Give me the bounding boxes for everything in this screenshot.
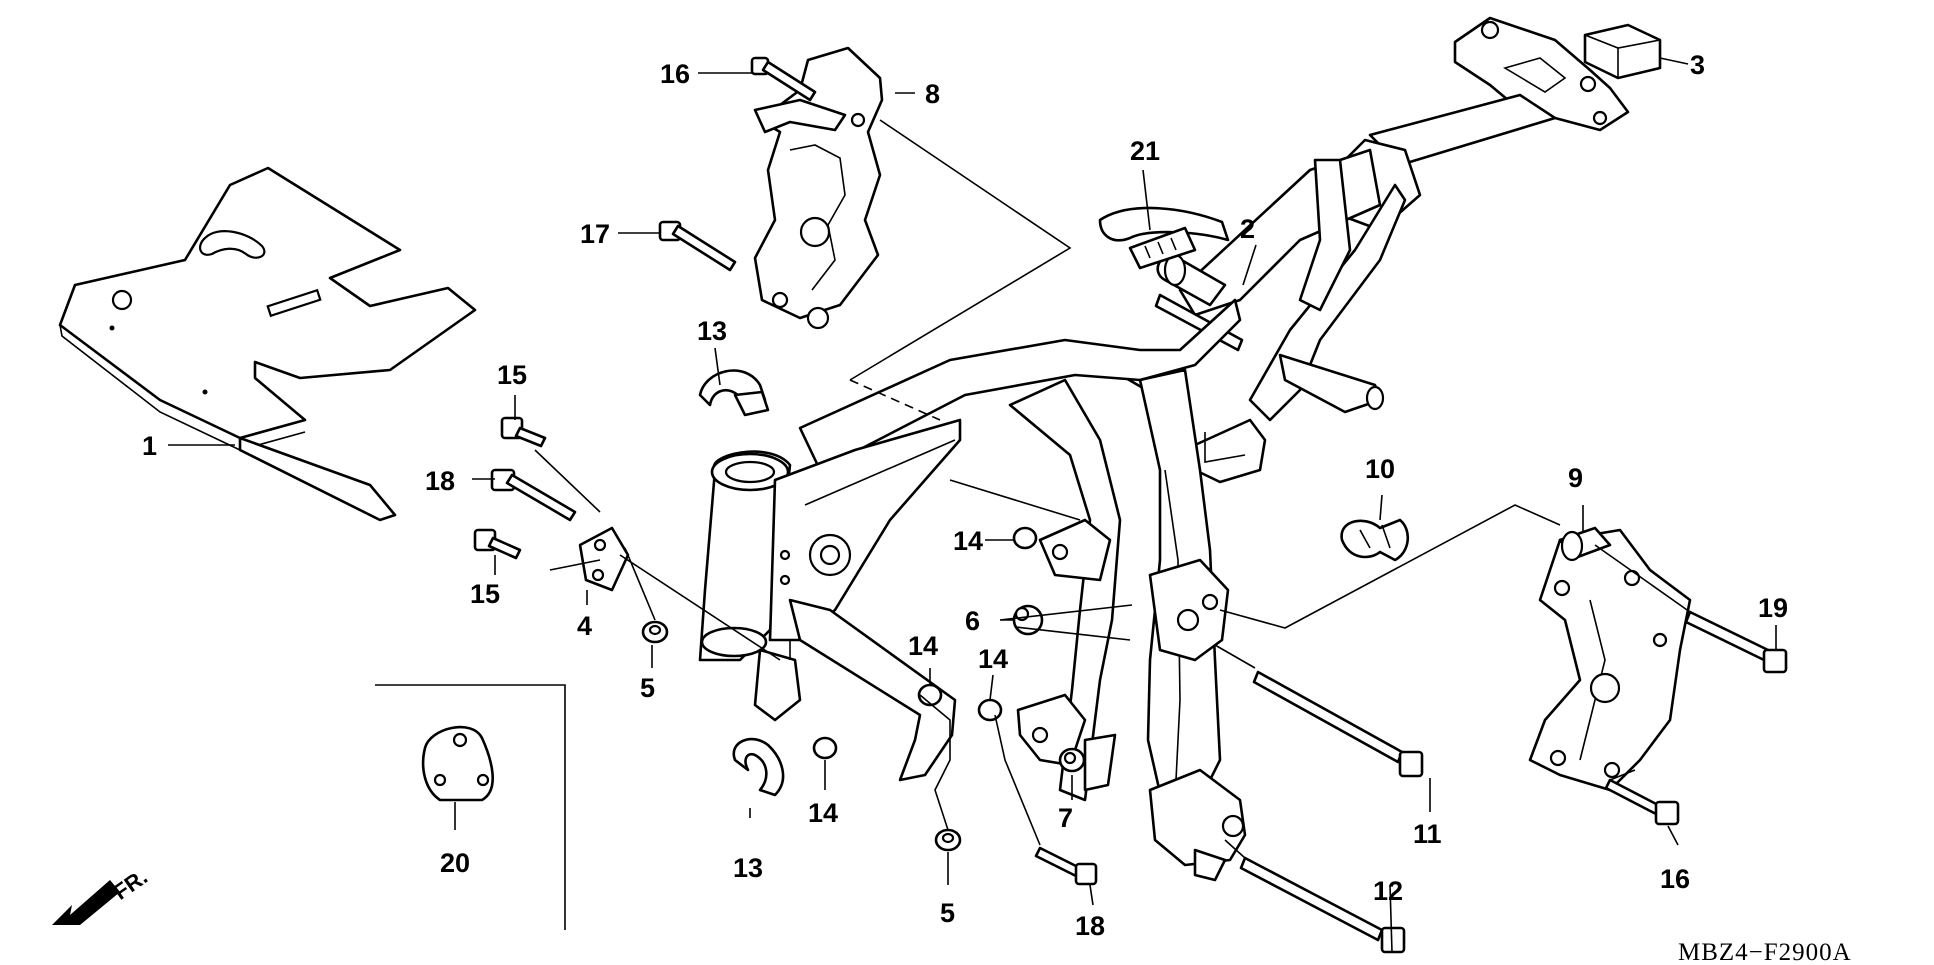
- under-cover-plate: [58, 166, 477, 522]
- assembly-lines: [534, 119, 1691, 859]
- callout-14-c: 14: [978, 644, 1008, 674]
- callout-19: 19: [1758, 593, 1788, 623]
- front-direction-label: FR.: [109, 864, 152, 905]
- callout-1: 1: [142, 431, 157, 461]
- collar-7: [1058, 747, 1086, 773]
- diagram-code: MBZ4−F2900A: [1678, 939, 1852, 965]
- bolt-18-upper: [490, 468, 577, 522]
- bolt-17: [658, 220, 737, 272]
- band-strap: [1098, 206, 1230, 270]
- callout-numbers: 1 2 3 4 5 5 6 7 8 9 10 11 12 13 13 14 14…: [142, 50, 1788, 941]
- callout-6: 6: [965, 606, 980, 636]
- callout-14-b: 14: [908, 631, 938, 661]
- bolt-15-upper: [500, 416, 547, 448]
- bolt-12: [1239, 856, 1406, 954]
- callout-10: 10: [1365, 454, 1395, 484]
- leader-lines: [168, 57, 1777, 953]
- bolt-16-lower: [1604, 778, 1680, 826]
- callout-5-lower: 5: [940, 898, 955, 928]
- collar-5-lower: [934, 828, 962, 852]
- rubber-block: [1583, 23, 1662, 80]
- callout-13-upper: 13: [697, 316, 727, 346]
- callout-3: 3: [1690, 50, 1705, 80]
- callout-13-lower: 13: [733, 853, 763, 883]
- collar-5-upper: [641, 620, 669, 644]
- bolt-16-upper: [750, 56, 817, 102]
- callout-15-lower: 15: [470, 579, 500, 609]
- callout-14-a: 14: [953, 526, 983, 556]
- bolt-18-lower: [1034, 846, 1098, 886]
- callout-14-d: 14: [808, 798, 838, 828]
- cable-clamp-lower: [732, 737, 785, 797]
- main-frame: [698, 16, 1630, 882]
- harness-clamp: [1340, 518, 1409, 562]
- callout-17: 17: [580, 219, 610, 249]
- callout-16-upper: 16: [660, 59, 690, 89]
- callout-20: 20: [440, 848, 470, 878]
- callout-5-upper: 5: [640, 673, 655, 703]
- callout-16-lower: 16: [1660, 864, 1690, 894]
- callout-2: 2: [1240, 214, 1255, 244]
- callout-8: 8: [925, 79, 940, 109]
- bolt-15-lower: [473, 528, 522, 560]
- mount-plate: [578, 526, 630, 592]
- callout-18-lower: 18: [1075, 911, 1105, 941]
- callout-12: 12: [1373, 876, 1403, 906]
- callout-15-upper: 15: [497, 360, 527, 390]
- callout-9: 9: [1568, 463, 1583, 493]
- callout-4: 4: [577, 611, 592, 641]
- right-mount-bracket: [1528, 526, 1692, 792]
- bolt-11: [1252, 670, 1424, 778]
- small-mount-bracket: [421, 725, 494, 802]
- bolt-19: [1684, 610, 1788, 674]
- callout-7: 7: [1058, 803, 1073, 833]
- callout-11: 11: [1413, 819, 1442, 849]
- upper-mount-bracket: [753, 46, 884, 330]
- callout-18-upper: 18: [425, 466, 455, 496]
- cable-clamp-upper: [698, 369, 770, 417]
- front-direction-arrow: FR.: [52, 864, 152, 925]
- callout-21: 21: [1130, 136, 1160, 166]
